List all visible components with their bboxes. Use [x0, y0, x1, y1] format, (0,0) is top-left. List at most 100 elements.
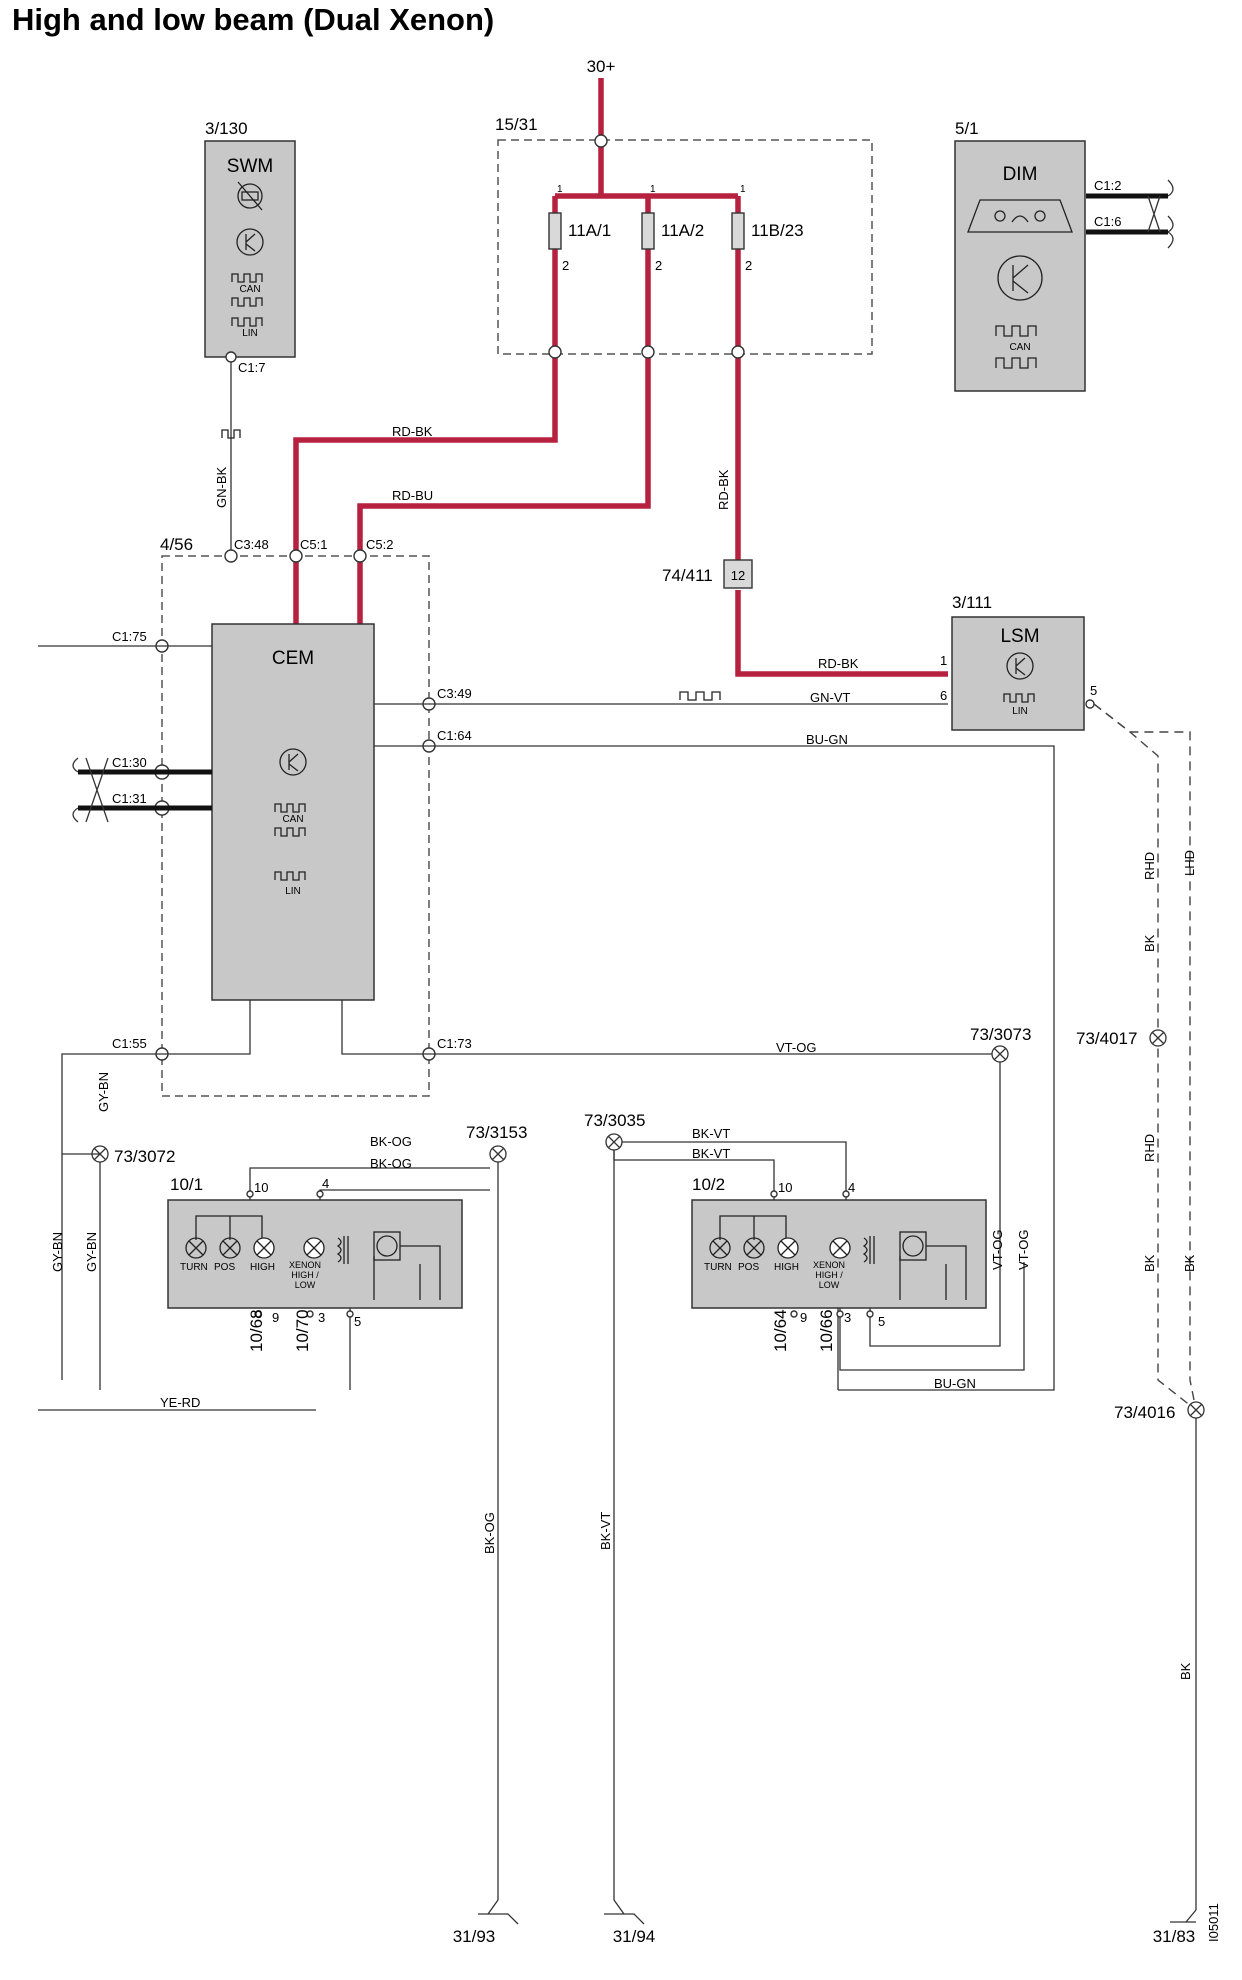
connector-pin: 12	[731, 568, 745, 583]
wire-label-ye-rd: YE-RD	[160, 1395, 200, 1410]
wire-label-bk-vt-1: BK-VT	[692, 1126, 730, 1141]
can-signal-icon	[231, 273, 263, 283]
swm-pin-label: C1:7	[238, 360, 265, 375]
ground-31-94-label: 31/94	[613, 1927, 656, 1946]
splice-3072-label: 73/3072	[114, 1147, 175, 1166]
high-lamp-icon	[253, 1237, 275, 1259]
diagram-title: High and low beam (Dual Xenon)	[12, 2, 495, 37]
instrument-cluster-icon	[967, 199, 1073, 233]
cem-can-label: CAN	[282, 814, 303, 825]
right-pin-5: 5	[878, 1314, 885, 1329]
wire-label-rd-bk-3: RD-BK	[818, 656, 859, 671]
cem-lin-label: LIN	[285, 886, 301, 897]
left-conn-a: 10/68	[247, 1309, 266, 1352]
fuse-11a2-in-pin: 1	[650, 184, 656, 195]
swm-pin-node	[225, 351, 237, 363]
right-headlamp-module: TURN POS HIGH XENON HIGH / LOW	[691, 1199, 987, 1309]
igniter-coil-icon-r	[862, 1236, 875, 1264]
fusebox-nodes	[548, 134, 745, 359]
lsm-dashed-wires	[1093, 703, 1197, 1411]
fusebox-id: 15/31	[495, 115, 538, 134]
red-power-wires	[293, 78, 948, 677]
cem-lin-icon	[274, 871, 306, 881]
fuse-11a1-in-pin: 1	[557, 184, 563, 195]
lsm-name: LSM	[1000, 626, 1039, 647]
right-headlamp-pins	[770, 1190, 874, 1318]
splice-4017-label: 73/4017	[1076, 1029, 1137, 1048]
fuse-11b23-out-pin: 2	[745, 258, 752, 273]
xenon-lamp-icon-r	[829, 1237, 851, 1259]
dim-pin-a: C1:2	[1094, 178, 1121, 193]
wire-label-bk-og-2: BK-OG	[370, 1156, 412, 1171]
igniter-coil-icon	[336, 1236, 349, 1264]
wire-label-bk-og-3: BK-OG	[482, 1512, 497, 1554]
can-signal-icon-2	[231, 297, 263, 307]
turn-lamp-icon	[185, 1237, 207, 1259]
cem-pin-c175: C1:75	[112, 629, 147, 644]
fuse-11b23: 1 2 11B/23	[731, 184, 804, 273]
fuse-11a2: 1 2 11A/2	[641, 184, 704, 273]
left-headlamp-wires	[38, 1153, 499, 1900]
fusebox-outline	[497, 139, 873, 355]
wire-label-bk-og-1: BK-OG	[370, 1134, 412, 1149]
dim-pin-b: C1:6	[1094, 214, 1121, 229]
left-pin-4: 4	[322, 1176, 329, 1191]
left-pin-5: 5	[354, 1314, 361, 1329]
left-conn-b: 10/70	[293, 1309, 312, 1352]
lsm-pin5-node	[1085, 699, 1095, 709]
cem-pin-c348: C3:48	[234, 537, 269, 552]
wire-label-gy-bn-1: GY-BN	[96, 1072, 111, 1112]
fuse-11a1-label: 11A/1	[568, 221, 611, 240]
right-conn-a: 10/64	[771, 1309, 790, 1352]
wire-label-gy-bn-3: GY-BN	[84, 1232, 99, 1272]
wire-label-bk-2: BK	[1142, 1254, 1157, 1272]
lsm-transistor-icon	[1006, 652, 1034, 680]
lsm-lin-label: LIN	[1012, 706, 1028, 717]
splice-3073: 73/3073	[970, 1025, 1031, 1063]
wire-label-bk-4: BK	[1178, 1662, 1193, 1680]
xenon-lamp-icon	[303, 1237, 325, 1259]
left-pin-10: 10	[254, 1180, 268, 1195]
right-pin-3: 3	[844, 1310, 851, 1325]
image-code: I05011	[1206, 1903, 1221, 1942]
lamp-label-xenon-l: XENON HIGH / LOW	[289, 1260, 321, 1290]
lsm-pin-6: 6	[940, 688, 947, 703]
dim-module: 5/1 DIM CAN	[954, 119, 1086, 392]
lsm-lin-icon	[1003, 693, 1035, 703]
wire-label-rhd-1: RHD	[1142, 852, 1157, 880]
lamp-label-high-r: HIGH	[774, 1262, 799, 1273]
wire-label-bk-vt-2: BK-VT	[692, 1146, 730, 1161]
cem-pin-c349: C3:49	[437, 686, 472, 701]
swm-lin-label: LIN	[242, 328, 258, 339]
lamp-label-pos-r: POS	[738, 1262, 759, 1273]
connector-id: 74/411	[662, 566, 713, 585]
right-pin-10: 10	[778, 1180, 792, 1195]
wire-label-bk-1: BK	[1142, 934, 1157, 952]
cem-transistor-icon	[279, 748, 307, 776]
ground-31-93-label: 31/93	[453, 1927, 496, 1946]
headlamp-right-id: 10/2	[692, 1175, 725, 1194]
cem-pin-c155: C1:55	[112, 1036, 147, 1051]
wire-label-bu-gn-1: BU-GN	[806, 732, 848, 747]
wire-label-gn-vt: GN-VT	[810, 690, 851, 705]
splice-3153-label: 73/3153	[466, 1123, 527, 1142]
cem-can-icon-2	[274, 827, 306, 837]
left-headlamp-module: TURN POS HIGH XENON HIGH / LOW	[167, 1199, 463, 1309]
lin-pulse-icon-2	[679, 691, 721, 701]
swm-id: 3/130	[205, 119, 248, 138]
lsm-pin-5: 5	[1090, 683, 1097, 698]
cem-pin-c130: C1:30	[112, 755, 147, 770]
lsm-module: 3/111 LSM LIN	[951, 593, 1085, 731]
wire-label-vt-og-2: VT-OG	[990, 1230, 1005, 1270]
fuse-11b23-label: 11B/23	[751, 221, 804, 240]
transistor-icon	[236, 228, 264, 256]
dim-transistor-icon	[997, 255, 1043, 301]
fuse-11a1-out-pin: 2	[562, 258, 569, 273]
swm-name: SWM	[227, 156, 273, 177]
lamp-label-xenon-r: XENON HIGH / LOW	[813, 1260, 845, 1290]
wire-label-bu-gn-2: BU-GN	[934, 1376, 976, 1391]
lamp-label-turn-r: TURN	[704, 1262, 732, 1273]
lamp-label-pos-l: POS	[214, 1262, 235, 1273]
cem-id: 4/56	[160, 535, 193, 554]
wire-label-rd-bk-1: RD-BK	[392, 424, 433, 439]
